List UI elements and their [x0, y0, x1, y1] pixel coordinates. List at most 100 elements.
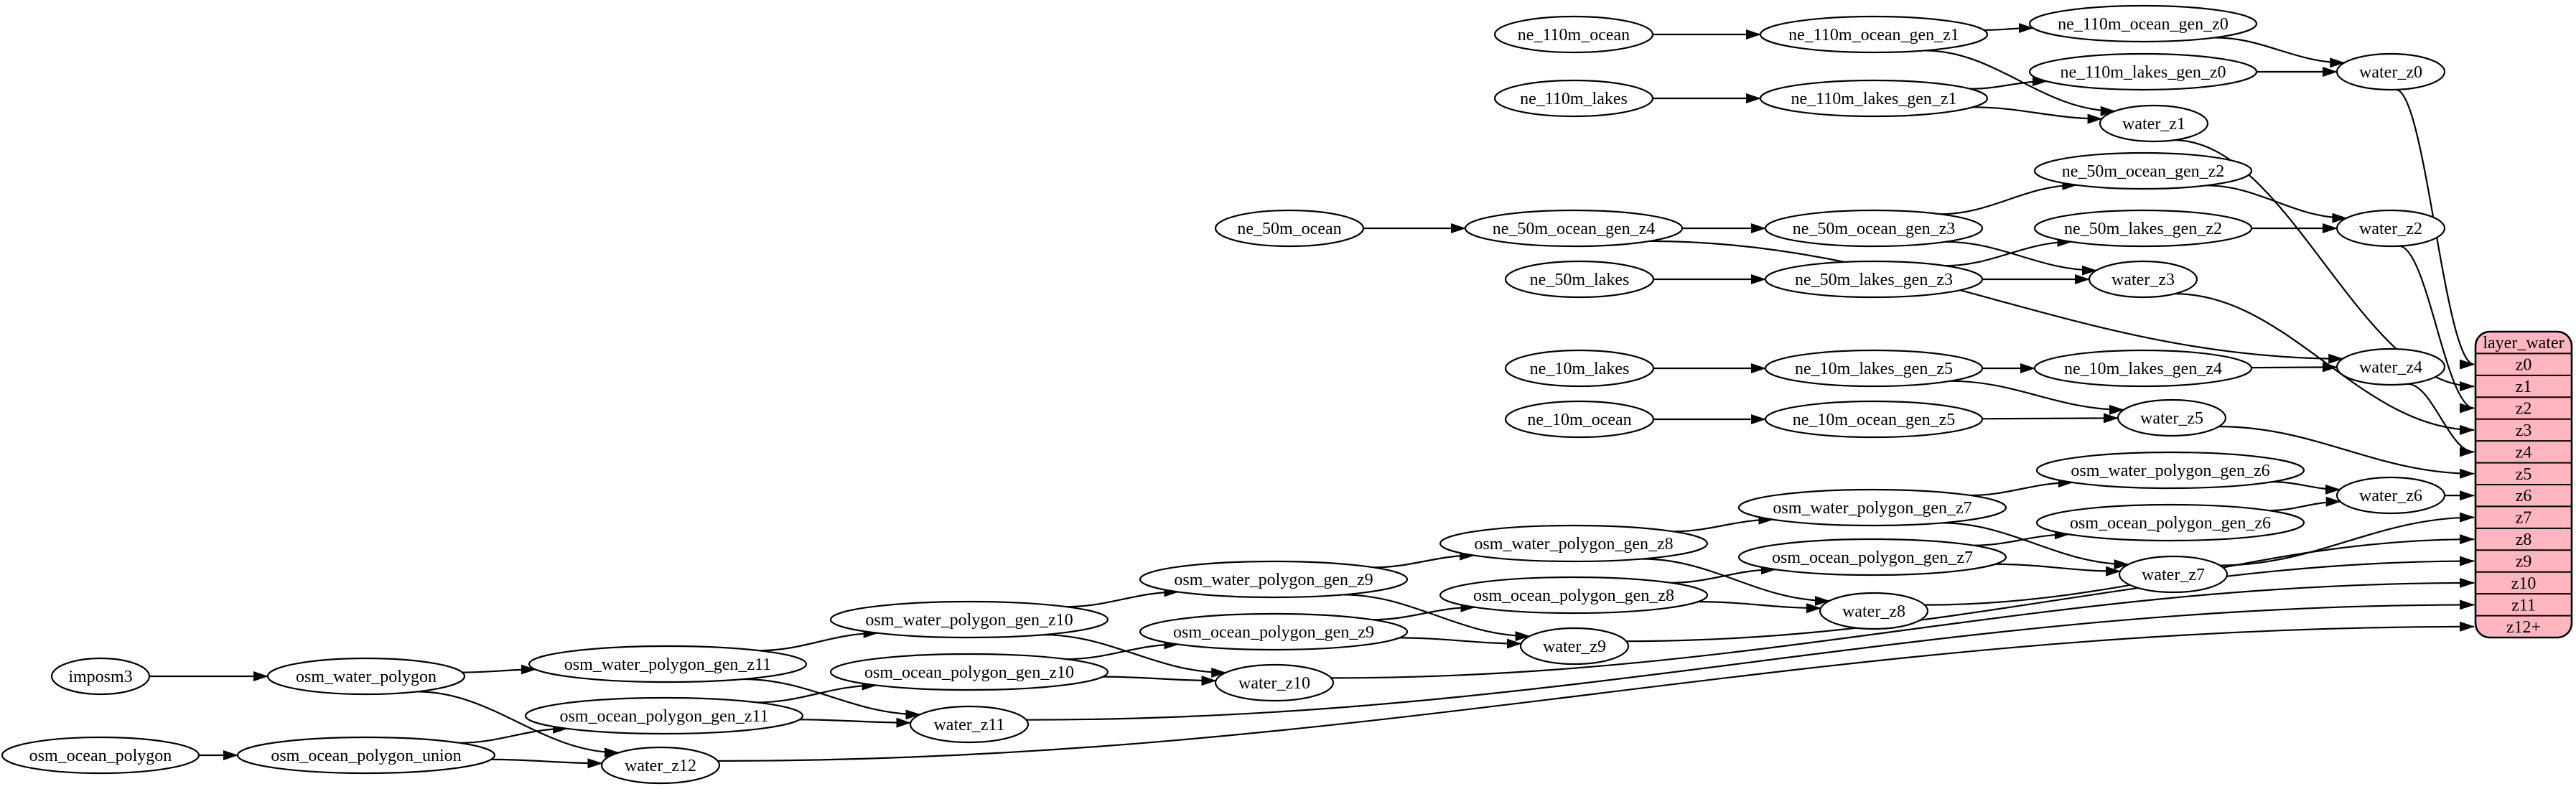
- node-ellipse: [2033, 349, 2253, 388]
- node-ellipse: [2028, 4, 2258, 43]
- edge-osm_ocean_polygon_gen_z7-to-osm_ocean_polygon_gen_z6: [1973, 529, 2070, 546]
- node-label: water_z7: [2142, 566, 2205, 584]
- node-osm_water_polygon_gen_z11: osm_water_polygon_gen_z11: [528, 645, 808, 683]
- node-ellipse: [1504, 349, 1655, 388]
- node-ellipse: [1439, 524, 1709, 563]
- node-ellipse: [1493, 15, 1654, 54]
- edge-osm_water_polygon_gen_z11-to-osm_water_polygon_gen_z10: [759, 627, 879, 652]
- table-row-z10: z10: [2511, 574, 2537, 593]
- node-ne_50m_lakes_gen_z2: ne_50m_lakes_gen_z2: [2033, 209, 2253, 248]
- node-ellipse: [50, 657, 151, 696]
- node-label: water_z12: [625, 757, 696, 775]
- node-ellipse: [1759, 15, 1989, 54]
- node-label: ne_110m_lakes_gen_z1: [1791, 90, 1956, 108]
- edge-ne_110m_ocean_gen_z0-to-water_z0: [2214, 37, 2346, 68]
- table-row-z4: z4: [2516, 443, 2532, 462]
- node-water_z1: water_z1: [2099, 104, 2209, 143]
- node-ellipse: [1504, 400, 1655, 439]
- node-ellipse: [2335, 52, 2446, 91]
- node-ne_110m_lakes_gen_z0: ne_110m_lakes_gen_z0: [2028, 52, 2258, 91]
- edge-ne_50m_lakes_gen_z3-to-ne_50m_lakes_gen_z2: [1945, 236, 2073, 267]
- node-label: water_z10: [1238, 674, 1310, 693]
- edge-osm_ocean_polygon_gen_z8-to-water_z8: [1698, 601, 1821, 614]
- node-label: ne_50m_ocean_gen_z2: [2062, 162, 2225, 181]
- node-ellipse: [1519, 627, 1630, 666]
- edge-ne_110m_lakes_gen_z1-to-ne_110m_lakes_gen_z0: [1970, 76, 2048, 90]
- node-label: osm_ocean_polygon_gen_z11: [559, 707, 768, 726]
- edge-osm_water_polygon_gen_z9-to-water_z9: [1343, 594, 1531, 642]
- edge-osm_water_polygon_gen_z8-to-water_z8: [1642, 558, 1830, 606]
- node-ne_110m_ocean_gen_z0: ne_110m_ocean_gen_z0: [2028, 4, 2258, 43]
- edge-osm_ocean_polygon_gen_z11-to-osm_ocean_polygon_gen_z10: [757, 680, 877, 704]
- node-imposm3: imposm3: [50, 657, 151, 696]
- edge-ne_10m_ocean_gen_z5-to-water_z5: [1982, 413, 2119, 424]
- node-ellipse: [1214, 209, 1365, 248]
- node-label: ne_10m_lakes: [1530, 360, 1630, 378]
- node-water_z4: water_z4: [2335, 347, 2446, 386]
- edge-water_z5-to-layer_water-z5: [2218, 426, 2475, 479]
- node-label: ne_110m_ocean: [1518, 26, 1630, 45]
- edge-osm_water_polygon-to-osm_water_polygon_gen_z11: [462, 664, 536, 675]
- node-water_z12: water_z12: [600, 746, 721, 785]
- node-water_z5: water_z5: [2117, 398, 2227, 437]
- edge-water_z12-to-layer_water-z12+: [717, 621, 2475, 762]
- edge-osm_water_polygon_gen_z6-to-water_z6: [2272, 481, 2341, 495]
- node-osm_ocean_polygon_gen_z10: osm_ocean_polygon_gen_z10: [829, 653, 1109, 691]
- node-label: water_z0: [2359, 63, 2422, 82]
- table-row-z0: z0: [2516, 356, 2532, 375]
- edge-ne_110m_ocean_gen_z1-to-ne_110m_ocean_gen_z0: [1984, 23, 2034, 34]
- node-ne_50m_lakes_gen_z3: ne_50m_lakes_gen_z3: [1764, 260, 1984, 299]
- node-ne_50m_ocean: ne_50m_ocean: [1214, 209, 1365, 248]
- node-water_z10: water_z10: [1214, 663, 1335, 702]
- node-ne_110m_ocean_gen_z1: ne_110m_ocean_gen_z1: [1759, 15, 1989, 54]
- node-ellipse: [528, 645, 808, 683]
- node-ellipse: [1759, 79, 1989, 118]
- node-label: ne_110m_ocean_gen_z1: [1788, 26, 1959, 45]
- node-osm_ocean_polygon_gen_z11: osm_ocean_polygon_gen_z11: [524, 696, 804, 735]
- node-osm_ocean_polygon_gen_z6: osm_ocean_polygon_gen_z6: [2035, 503, 2305, 542]
- table-row-z9: z9: [2516, 553, 2532, 571]
- node-label: ne_50m_lakes_gen_z2: [2064, 220, 2222, 238]
- table-row-z5: z5: [2516, 465, 2532, 484]
- node-osm_water_polygon: osm_water_polygon: [266, 657, 466, 696]
- node-water_z6: water_z6: [2335, 476, 2446, 515]
- node-osm_ocean_polygon_gen_z7: osm_ocean_polygon_gen_z7: [1737, 538, 2007, 576]
- node-osm_water_polygon_gen_z8: osm_water_polygon_gen_z8: [1439, 524, 1709, 563]
- node-ellipse: [1764, 349, 1984, 388]
- table-row-z7: z7: [2516, 509, 2532, 528]
- node-label: ne_50m_ocean_gen_z4: [1493, 220, 1656, 238]
- nodes-layer: imposm3 osm_water_polygon osm_ocean_polygo…: [1, 4, 2446, 785]
- node-ellipse: [2033, 151, 2253, 190]
- table-row-z12+: z12+: [2506, 618, 2541, 637]
- node-label: water_z9: [1543, 638, 1606, 656]
- node-osm_water_polygon_gen_z6: osm_water_polygon_gen_z6: [2035, 451, 2305, 490]
- node-water_z8: water_z8: [1819, 592, 1929, 630]
- edge-water_z2-to-layer_water-z2: [2399, 245, 2475, 414]
- node-ellipse: [236, 736, 496, 775]
- node-osm_water_polygon_gen_z9: osm_water_polygon_gen_z9: [1139, 560, 1409, 599]
- node-label: osm_water_polygon_gen_z9: [1174, 571, 1373, 589]
- node-label: water_z5: [2140, 409, 2203, 428]
- edge-osm_water_polygon_gen_z10-to-osm_water_polygon_gen_z9: [1066, 587, 1180, 608]
- edge-water_z4-to-layer_water-z4: [2407, 383, 2475, 457]
- edge-osm_ocean_polygon_union-to-osm_ocean_polygon_gen_z11: [459, 723, 569, 744]
- edge-ne_110m_lakes_gen_z1-to-water_z1: [1972, 106, 2103, 124]
- table-row-z1: z1: [2516, 378, 2532, 396]
- node-ne_110m_ocean: ne_110m_ocean: [1493, 15, 1654, 54]
- node-ellipse: [1764, 260, 1984, 299]
- node-ellipse: [829, 653, 1109, 691]
- node-ellipse: [1737, 488, 2007, 527]
- edge-osm_ocean_polygon_gen_z9-to-water_z9: [1399, 637, 1522, 649]
- node-ellipse: [1493, 79, 1654, 118]
- node-osm_water_polygon_gen_z7: osm_water_polygon_gen_z7: [1737, 488, 2007, 527]
- node-label: osm_water_polygon: [296, 668, 437, 686]
- node-label: osm_water_polygon_gen_z8: [1474, 535, 1673, 554]
- layer-water-table-title: layer_water: [2483, 334, 2564, 353]
- node-ellipse: [2335, 209, 2446, 248]
- node-ne_50m_ocean_gen_z2: ne_50m_ocean_gen_z2: [2033, 151, 2253, 190]
- table-row-z6: z6: [2516, 487, 2532, 505]
- node-ellipse: [1504, 260, 1655, 299]
- node-ellipse: [2035, 503, 2305, 542]
- node-label: osm_ocean_polygon_union: [271, 747, 461, 765]
